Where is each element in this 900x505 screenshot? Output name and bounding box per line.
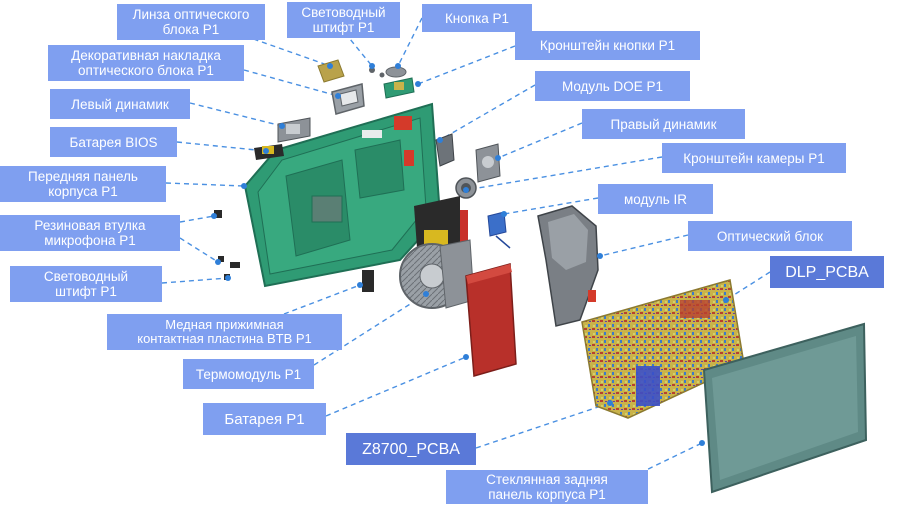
left-speaker-part [277, 117, 311, 143]
leader-lightguide-left [161, 277, 229, 284]
lightguide-left-part [230, 262, 240, 268]
battery-part [465, 263, 517, 377]
leader-optical-block [599, 234, 689, 257]
label-button-bracket: Кронштейн кнопки P1 [515, 31, 700, 60]
leader-right-speaker [497, 122, 583, 159]
leader-bios-battery [176, 141, 267, 152]
label-copper-plate: Медная прижимная контактная пластина BTB… [107, 314, 342, 350]
mic-grommet-part [214, 210, 222, 218]
leader-mic-grommet-2 [179, 237, 219, 263]
label-thermo-module: Термомодуль P1 [183, 359, 314, 389]
leader-mic-grommet [179, 215, 215, 223]
leader-doe [439, 84, 536, 141]
label-decor-cover: Декоративная накладка оптического блока … [48, 45, 244, 81]
label-doe: Модуль DOE P1 [535, 71, 690, 101]
leader-lines [161, 17, 771, 474]
label-optical-block: Оптический блок [688, 221, 852, 251]
leader-ir-module [503, 197, 599, 215]
label-lens: Линза оптического блока P1 [117, 4, 265, 40]
ir-module-part [487, 211, 511, 249]
label-bios-battery: Батарея BIOS [50, 127, 177, 157]
button-part [385, 66, 407, 78]
label-front-panel: Передняя панель корпуса P1 [0, 166, 166, 202]
leader-left-speaker [189, 102, 283, 127]
leader-button [397, 17, 423, 67]
lightguide-top-part-2 [379, 72, 385, 78]
leader-lightguide-top [344, 32, 373, 67]
glass-back-part [702, 322, 868, 494]
leader-decor-cover [243, 69, 339, 97]
label-mic-grommet: Резиновая втулка микрофона P1 [0, 215, 180, 251]
leader-front-panel [165, 182, 245, 187]
label-glass-back: Стеклянная задняя панель корпуса P1 [446, 470, 648, 504]
leader-lens [244, 35, 331, 67]
label-right-speaker: Правый динамик [582, 109, 745, 139]
label-battery: Батарея P1 [203, 403, 326, 435]
leader-dots [211, 63, 729, 446]
decor-cover-part [331, 83, 365, 115]
label-ir-module: модуль IR [598, 184, 713, 214]
label-lightguide-top: Световодный штифт P1 [287, 2, 400, 38]
label-camera-bracket: Кронштейн камеры P1 [662, 143, 846, 173]
leader-copper-plate [283, 284, 361, 315]
label-button: Кнопка P1 [422, 4, 532, 32]
thermo-module-part [399, 239, 475, 309]
pcba-part [581, 279, 745, 419]
leader-thermo-module [313, 293, 427, 366]
leader-camera-bracket [465, 156, 663, 191]
button-bracket-part [383, 77, 415, 99]
leader-battery [325, 356, 467, 417]
lens-part [317, 59, 345, 83]
mic-grommet-part-2 [218, 256, 224, 262]
optical-block-part [537, 205, 599, 327]
leader-z8700-pcba [475, 402, 611, 449]
label-lightguide-left: Световодный штифт P1 [10, 266, 162, 302]
label-z8700-pcba: Z8700_PCBA [346, 433, 476, 465]
right-speaker-part [475, 143, 501, 183]
leader-button-bracket [417, 45, 516, 85]
label-left-speaker: Левый динамик [50, 89, 190, 119]
leader-glass-back [639, 442, 703, 474]
label-dlp-pcba: DLP_PCBA [770, 256, 884, 288]
